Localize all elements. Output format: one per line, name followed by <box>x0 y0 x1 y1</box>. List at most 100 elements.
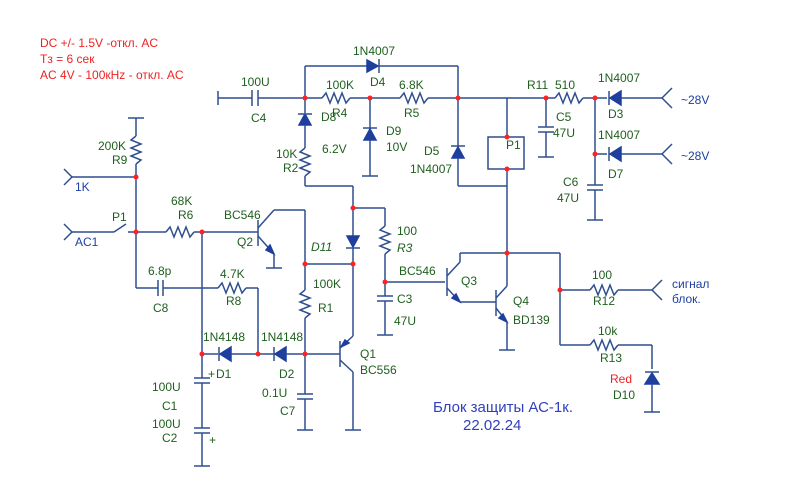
r13-value: 10k <box>598 324 618 338</box>
capacitor-c2 <box>194 427 210 434</box>
input-28v-bottom: ~28V <box>681 149 709 163</box>
input-arrow-ac1 <box>63 223 73 241</box>
d1-label: D1 <box>216 367 232 381</box>
output-signal-label-1: сигнал <box>672 277 709 291</box>
schematic-title: Блок защиты АС-1к. <box>433 399 573 416</box>
input-arrow-d7 <box>661 143 673 165</box>
r3-label: R3 <box>397 241 413 255</box>
input-ac1-label: AC1 <box>75 235 99 249</box>
relay-contact-p1 <box>113 223 127 233</box>
resistor-r3 <box>377 225 393 255</box>
resistor-r6 <box>165 224 195 240</box>
resistor-r2 <box>297 147 313 177</box>
d8-value: 6.2V <box>322 142 347 156</box>
diode-d7 <box>608 145 622 163</box>
diode-d1 <box>218 345 232 363</box>
capacitor-c7 <box>297 393 313 400</box>
input-1k-label: 1K <box>75 180 90 194</box>
d7-type: 1N4007 <box>598 128 640 142</box>
d4-type: 1N4007 <box>353 44 395 58</box>
d9-label: D9 <box>386 124 402 138</box>
resistor-r5 <box>399 90 429 106</box>
r8-value: 4.7K <box>220 267 245 281</box>
d5-label: D5 <box>424 144 440 158</box>
r2-label: R2 <box>283 161 299 175</box>
c2-value: 100U <box>152 417 181 431</box>
resistor-r8 <box>217 280 247 296</box>
note-ac: AC 4V - 100кHz - откл. AC <box>40 68 184 82</box>
c2-label: C2 <box>162 431 178 445</box>
resistor-r13 <box>589 337 619 353</box>
r12-label: R12 <box>593 294 615 308</box>
note-dc: DC +/- 1.5V -откл. AC <box>40 36 158 50</box>
q4-label: Q4 <box>513 294 529 308</box>
diode-d5 <box>450 145 466 159</box>
c8-value: 6.8p <box>148 264 172 278</box>
d10-color: Red <box>610 372 632 386</box>
d7-label: D7 <box>608 167 624 181</box>
q3-type: BC546 <box>399 264 436 278</box>
d4-label: D4 <box>370 75 386 89</box>
c1-label: C1 <box>162 399 178 413</box>
q2-type: BC546 <box>224 208 261 222</box>
r4-value: 100K <box>326 78 354 92</box>
c3-label: C3 <box>397 292 413 306</box>
relay-p1-label: P1 <box>506 138 521 152</box>
r9-label: R9 <box>112 153 128 167</box>
d8-label: D8 <box>321 110 337 124</box>
resistor-r9 <box>128 135 144 165</box>
transistor-q4 <box>495 285 509 324</box>
note-delay: Тз = 6 сек <box>40 52 95 66</box>
r11-value: 510 <box>555 78 575 92</box>
transistor-q2 <box>257 209 276 256</box>
schematic-date: 22.02.24 <box>463 417 521 434</box>
d5-type: 1N4007 <box>410 162 452 176</box>
diode-d9 <box>362 98 378 177</box>
diode-d11 <box>345 235 361 249</box>
r6-label: R6 <box>178 208 194 222</box>
q2-label: Q2 <box>237 235 253 249</box>
r6-value: 68K <box>171 194 192 208</box>
c5-value: 47U <box>553 126 575 140</box>
led-d10 <box>643 371 661 385</box>
c7-label: C7 <box>280 404 296 418</box>
d1-type: 1N4148 <box>203 330 245 344</box>
c5-label: C5 <box>556 110 572 124</box>
d3-label: D3 <box>608 107 624 121</box>
q4-type: BD139 <box>513 313 550 327</box>
capacitor-c3 <box>377 295 393 302</box>
c2-plus: + <box>209 433 216 447</box>
d3-type: 1N4007 <box>598 71 640 85</box>
input-arrow-1k <box>63 168 73 186</box>
c3-value: 47U <box>394 314 416 328</box>
diode-d2 <box>273 345 287 363</box>
r1-value: 100K <box>313 277 341 291</box>
capacitor-c4 <box>251 90 259 106</box>
capacitor-c5 <box>538 126 554 133</box>
d11-label: D11 <box>311 240 332 254</box>
resistor-r11 <box>554 90 584 106</box>
c7-value: 0.1U <box>262 386 287 400</box>
c6-label: C6 <box>563 175 579 189</box>
d2-label: D2 <box>279 367 295 381</box>
r2-value: 10K <box>276 147 297 161</box>
transistor-q1 <box>339 335 354 373</box>
q1-label: Q1 <box>360 347 376 361</box>
diode-d3 <box>608 89 622 107</box>
junction-dots <box>133 95 598 357</box>
d2-type: 1N4148 <box>261 330 303 344</box>
input-28v-top: ~28V <box>681 93 709 107</box>
r13-label: R13 <box>600 351 622 365</box>
c4-value: 100U <box>241 75 270 89</box>
r9-value: 200K <box>98 139 126 153</box>
output-arrow-signal <box>651 279 663 301</box>
capacitor-c8 <box>157 280 164 296</box>
output-signal-label-2: блок. <box>672 292 701 306</box>
resistor-r4 <box>321 90 351 106</box>
c8-label: C8 <box>153 301 169 315</box>
resistor-r12 <box>589 282 619 298</box>
r4-label: R4 <box>332 106 348 120</box>
capacitor-c6 <box>587 184 603 191</box>
r8-label: R8 <box>226 294 242 308</box>
